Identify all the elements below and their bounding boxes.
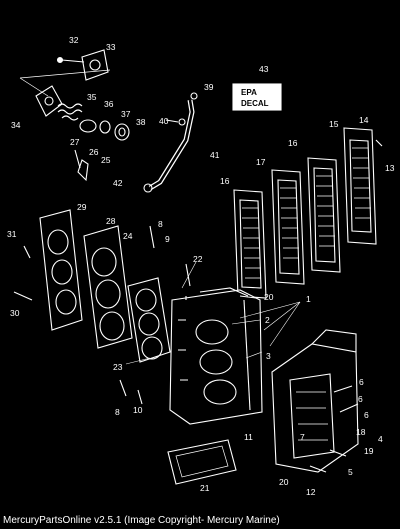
callout-35: 35 <box>87 92 97 102</box>
grommet-part <box>74 149 89 182</box>
callout-42: 42 <box>113 178 123 188</box>
callout-24: 24 <box>123 231 133 241</box>
callout-15: 15 <box>329 119 339 129</box>
callout-27: 27 <box>70 137 80 147</box>
callout-37: 37 <box>121 109 131 119</box>
callout-36: 36 <box>104 99 114 109</box>
cylinder-head-cover-29 <box>39 209 83 331</box>
callout-1: 1 <box>306 294 311 304</box>
decal-line1: EPA <box>241 88 257 97</box>
exhaust-plate-17 <box>271 169 305 285</box>
callout-25: 25 <box>101 155 111 165</box>
callout-18: 18 <box>356 427 366 437</box>
callout-20-top: 20 <box>264 292 274 302</box>
callout-11: 11 <box>244 432 253 442</box>
thermostat-cover-part <box>56 49 109 81</box>
callout-21: 21 <box>200 483 210 493</box>
decal-line2: DECAL <box>241 99 269 108</box>
callout-6-c: 6 <box>364 410 369 420</box>
callout-33: 33 <box>106 42 116 52</box>
head-gasket-23 <box>127 277 171 363</box>
callout-28: 28 <box>106 216 116 226</box>
water-hose-part <box>143 92 198 193</box>
callout-16-left: 16 <box>220 176 230 186</box>
exhaust-plate-16-right <box>307 157 341 273</box>
callout-5: 5 <box>348 467 353 477</box>
callout-34: 34 <box>11 120 21 130</box>
callout-41: 41 <box>210 150 220 160</box>
callout-9-top: 9 <box>165 234 170 244</box>
callout-7: 7 <box>300 432 305 442</box>
bolts <box>13 139 383 473</box>
callout-8-top: 8 <box>158 219 163 229</box>
exhaust-plate-15 <box>343 127 377 245</box>
thermostat-valve-part <box>79 119 130 141</box>
callout-16-top: 16 <box>288 138 298 148</box>
callout-19: 19 <box>364 446 374 456</box>
callout-12: 12 <box>306 487 316 497</box>
crankcase-half <box>271 329 359 473</box>
callout-10: 10 <box>133 405 143 415</box>
callout-20-bottom: 20 <box>279 477 289 487</box>
callout-31: 31 <box>7 229 17 239</box>
callout-40-top: 40 <box>159 116 169 126</box>
callout-14: 14 <box>359 115 369 125</box>
exploded-parts-diagram: EPA DECAL 32 33 34 35 36 37 38 39 40 41 … <box>7 35 395 497</box>
gasket-21 <box>167 439 237 485</box>
leader-lines <box>125 261 301 365</box>
callout-30: 30 <box>10 308 20 318</box>
cylinder-head-24 <box>83 225 133 349</box>
callout-22: 22 <box>193 254 203 264</box>
callout-6-b: 6 <box>358 394 363 404</box>
cylinder-block-1 <box>169 287 263 425</box>
callout-26: 26 <box>89 147 99 157</box>
callout-39: 39 <box>204 82 214 92</box>
callout-13: 13 <box>385 163 395 173</box>
callout-32: 32 <box>69 35 79 45</box>
thermostat-housing-part <box>19 69 111 117</box>
callout-numbers: 32 33 34 35 36 37 38 39 40 41 42 43 13 1… <box>7 35 395 497</box>
callout-2: 2 <box>265 315 270 325</box>
callout-3: 3 <box>266 351 271 361</box>
callout-38: 38 <box>136 117 146 127</box>
callout-6-a: 6 <box>359 377 364 387</box>
callout-8-bottom: 8 <box>115 407 120 417</box>
callout-17: 17 <box>256 157 266 167</box>
thermostat-spring-part <box>57 103 83 121</box>
epa-decal-box <box>232 83 282 111</box>
copyright-caption: MercuryPartsOnline v2.5.1 (Image Copyrig… <box>3 515 280 526</box>
callout-23: 23 <box>113 362 123 372</box>
callout-43: 43 <box>259 64 269 74</box>
callout-29: 29 <box>77 202 87 212</box>
callout-4: 4 <box>378 434 383 444</box>
exhaust-plate-16-left <box>233 189 267 299</box>
